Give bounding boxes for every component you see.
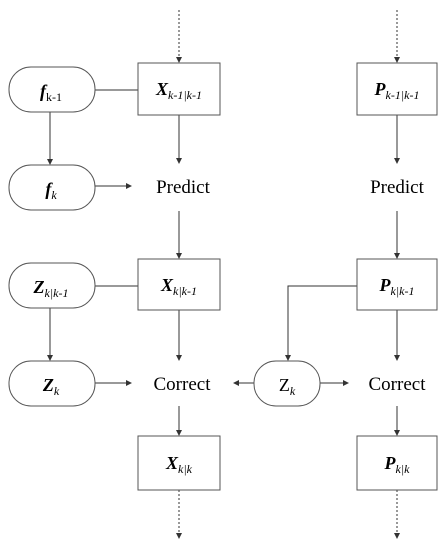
node-symbol: f xyxy=(45,179,53,199)
arrowhead xyxy=(394,57,400,63)
arrowhead xyxy=(176,355,182,361)
node-subscript: k xyxy=(51,188,57,202)
node-z-pred: Zk|k-1 xyxy=(8,262,96,309)
edges xyxy=(47,10,400,539)
arrowhead xyxy=(126,380,132,386)
arrowhead xyxy=(176,253,182,259)
state-predict-label: Predict xyxy=(156,177,211,198)
node-f-k: fk xyxy=(8,164,96,211)
arrowhead xyxy=(176,158,182,164)
box-p-pred: Pk|k-1 xyxy=(356,258,438,311)
box-x-pred: Xk|k-1 xyxy=(137,258,221,311)
arrowhead xyxy=(394,430,400,436)
box-p-post: Pk|k xyxy=(356,435,438,491)
arrowhead xyxy=(343,380,349,386)
node-symbol: Z xyxy=(33,277,45,297)
cov-predict-label: Predict xyxy=(370,177,425,198)
arrowhead xyxy=(233,380,239,386)
edge-ppred-to-meas xyxy=(287,285,357,355)
arrowhead xyxy=(176,533,182,539)
arrowhead xyxy=(126,183,132,189)
box-subscript: k|k-1 xyxy=(173,284,197,298)
node-subscript: k xyxy=(54,384,60,398)
node-measurement: Zk xyxy=(253,360,321,407)
arrowhead xyxy=(394,158,400,164)
node-symbol: Z xyxy=(279,375,290,395)
box-subscript: k-1|k-1 xyxy=(168,88,202,102)
svg-text:Pk|k-1: Pk|k-1 xyxy=(379,275,415,298)
arrowhead xyxy=(285,355,291,361)
svg-text:fk: fk xyxy=(45,179,57,202)
box-subscript: k|k xyxy=(396,462,411,476)
arrowhead xyxy=(176,430,182,436)
node-z-k: Zk xyxy=(8,360,96,407)
svg-text:Xk|k-1: Xk|k-1 xyxy=(160,275,197,298)
box-x-prev: Xk-1|k-1 xyxy=(137,62,221,116)
arrowhead xyxy=(176,57,182,63)
box-subscript: k|k xyxy=(178,462,193,476)
state-correct-label: Correct xyxy=(154,374,212,395)
svg-text:Zk|k-1: Zk|k-1 xyxy=(33,277,69,300)
box-subscript: k-1|k-1 xyxy=(386,88,420,102)
node-subscript: k-1 xyxy=(46,90,62,104)
cov-correct-label: Correct xyxy=(369,374,427,395)
box-symbol: P xyxy=(384,453,397,473)
box-x-post: Xk|k xyxy=(137,435,221,491)
node-subscript: k xyxy=(290,384,296,398)
box-p-prev: Pk-1|k-1 xyxy=(356,62,438,116)
svg-text:Xk-1|k-1: Xk-1|k-1 xyxy=(155,79,202,102)
arrowhead xyxy=(394,533,400,539)
box-symbol: X xyxy=(160,275,174,295)
svg-text:Zk: Zk xyxy=(42,375,60,398)
svg-text:Xk|k: Xk|k xyxy=(165,453,193,476)
node-symbol: f xyxy=(40,81,48,101)
box-symbol: X xyxy=(155,79,169,99)
node-f-prev: fk-1 xyxy=(8,66,96,113)
svg-text:Pk-1|k-1: Pk-1|k-1 xyxy=(374,79,420,102)
arrowhead xyxy=(394,253,400,259)
box-subscript: k|k-1 xyxy=(391,284,415,298)
svg-text:Pk|k: Pk|k xyxy=(384,453,411,476)
arrowhead xyxy=(47,355,53,361)
svg-text:Zk: Zk xyxy=(279,375,296,398)
node-subscript: k|k-1 xyxy=(45,286,69,300)
box-symbol: P xyxy=(374,79,387,99)
arrowhead xyxy=(47,159,53,165)
box-symbol: P xyxy=(379,275,392,295)
svg-text:fk-1: fk-1 xyxy=(40,81,62,104)
arrowhead xyxy=(394,355,400,361)
node-symbol: Z xyxy=(42,375,54,395)
box-symbol: X xyxy=(165,453,179,473)
